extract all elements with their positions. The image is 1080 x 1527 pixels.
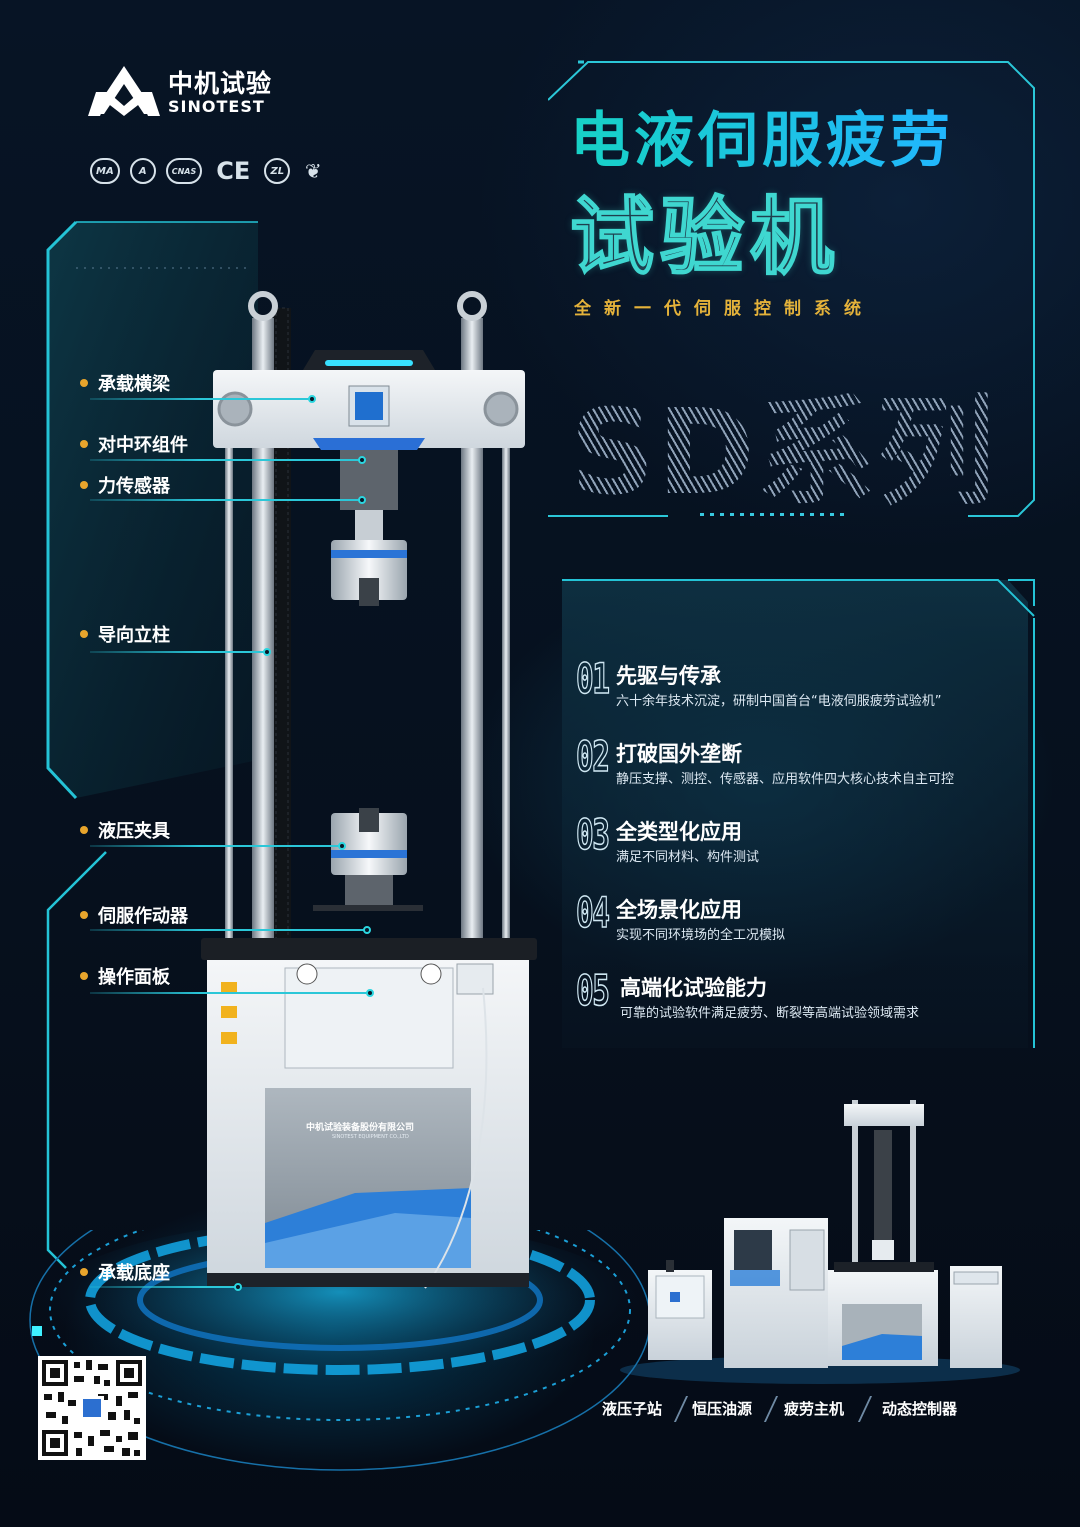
cnas-mark-icon: CNAS (165, 158, 203, 184)
leader-dot-icon (366, 989, 374, 997)
leader-dot-icon (263, 648, 271, 656)
bullet-icon (80, 972, 88, 980)
bullet-icon (80, 826, 88, 834)
feature-desc: 静压支撑、测控、传感器、应用软件四大核心技术自主可控 (616, 772, 955, 787)
feature-desc: 满足不同材料、构件测试 (616, 850, 760, 865)
leader-line (200, 398, 310, 400)
feature-title: 高端化试验能力 (620, 976, 767, 1000)
machine-company-en: SINOTEST EQUIPMENT CO.,LTD (332, 1134, 409, 1140)
feature-title: 打破国外垄断 (616, 742, 742, 766)
leader-line (200, 651, 265, 653)
leader-line (200, 459, 360, 461)
title-sub: 试验机 (569, 187, 841, 287)
sinotest-logo-icon (88, 66, 160, 116)
bullet-icon (80, 630, 88, 638)
underline (90, 1286, 200, 1288)
underline (90, 929, 200, 931)
series-title: SD系列 (570, 356, 997, 527)
feature-title: 全类型化应用 (616, 820, 742, 844)
part-label-force-sensor: 力传感器 (80, 472, 170, 498)
product-label-hydraulic-substation: 液压子站 (602, 1400, 663, 1418)
leaf-mark-icon: ❦ (304, 159, 322, 183)
bullet-icon (80, 481, 88, 489)
feature-number: 05 (575, 965, 610, 1016)
part-label-servo-actuator: 伺服作动器 (80, 902, 188, 928)
underline (90, 499, 200, 501)
underline (90, 992, 200, 994)
cma-mark-icon: MA (90, 158, 120, 184)
leader-line (200, 499, 360, 501)
feature-desc: 实现不同环境场的全工况模拟 (616, 928, 786, 943)
feature-desc: 六十余年技术沉淀，研制中国首台“电液伺服疲劳试验机” (616, 694, 942, 709)
underline (90, 651, 200, 653)
leader-dot-icon (358, 456, 366, 464)
zl-mark-icon: ZL (264, 158, 291, 184)
tagline: 全新一代伺服控制系统 (574, 299, 874, 319)
product-lineup (620, 1100, 1020, 1384)
leader-line (200, 992, 368, 994)
ce-mark-icon: CE (216, 157, 251, 185)
bullet-icon (80, 911, 88, 919)
certification-row: MA A CNAS CE ZL ❦ (90, 157, 326, 185)
bullet-icon (80, 440, 88, 448)
product-label-fatigue-host: 疲劳主机 (784, 1400, 845, 1418)
brand-name-en: SINOTEST (168, 97, 265, 116)
leader-line (200, 845, 340, 847)
cal-mark-icon: A (129, 158, 156, 184)
leader-dot-icon (363, 926, 371, 934)
leader-line (200, 929, 365, 931)
leader-dot-icon (308, 395, 316, 403)
part-label-control-panel: 操作面板 (80, 963, 170, 989)
qr-code-icon[interactable] (38, 1356, 146, 1460)
feature-title: 先驱与传承 (616, 664, 721, 688)
title-frame (548, 60, 1035, 517)
product-label-oil-source: 恒压油源 (692, 1400, 753, 1418)
title-dotted-divider (700, 513, 850, 516)
part-label-crossbeam: 承载横梁 (80, 370, 170, 396)
bullet-icon (80, 379, 88, 387)
features-frame (562, 579, 1035, 1048)
machine-company-cn: 中机试验装备股份有限公司 (306, 1123, 415, 1133)
underline (90, 845, 200, 847)
part-label-base: 承载底座 (80, 1259, 170, 1285)
product-label-dynamic-controller: 动态控制器 (882, 1400, 958, 1418)
part-label-hydraulic-grip: 液压夹具 (80, 817, 170, 843)
leader-dot-icon (338, 842, 346, 850)
leader-dot-icon (234, 1283, 242, 1291)
leader-dot-icon (358, 496, 366, 504)
underline (90, 459, 200, 461)
underline (90, 398, 200, 400)
title-main: 电液伺服疲劳 (570, 92, 954, 179)
feature-number: 01 (575, 653, 610, 704)
brand-name-cn: 中机试验 (168, 69, 273, 98)
left-deco-frame (46, 220, 258, 800)
fatigue-testing-machine (201, 291, 537, 1289)
feature-number: 03 (575, 809, 610, 860)
leader-line (200, 1286, 236, 1288)
feature-number: 02 (575, 731, 610, 782)
feature-desc: 可靠的试验软件满足疲劳、断裂等高端试验领域需求 (620, 1006, 920, 1021)
part-label-centering-ring: 对中环组件 (80, 431, 188, 457)
feature-title: 全场景化应用 (616, 898, 742, 922)
part-label-guide-column: 导向立柱 (80, 621, 170, 647)
feature-number: 04 (575, 887, 610, 938)
bullet-icon (80, 1268, 88, 1276)
